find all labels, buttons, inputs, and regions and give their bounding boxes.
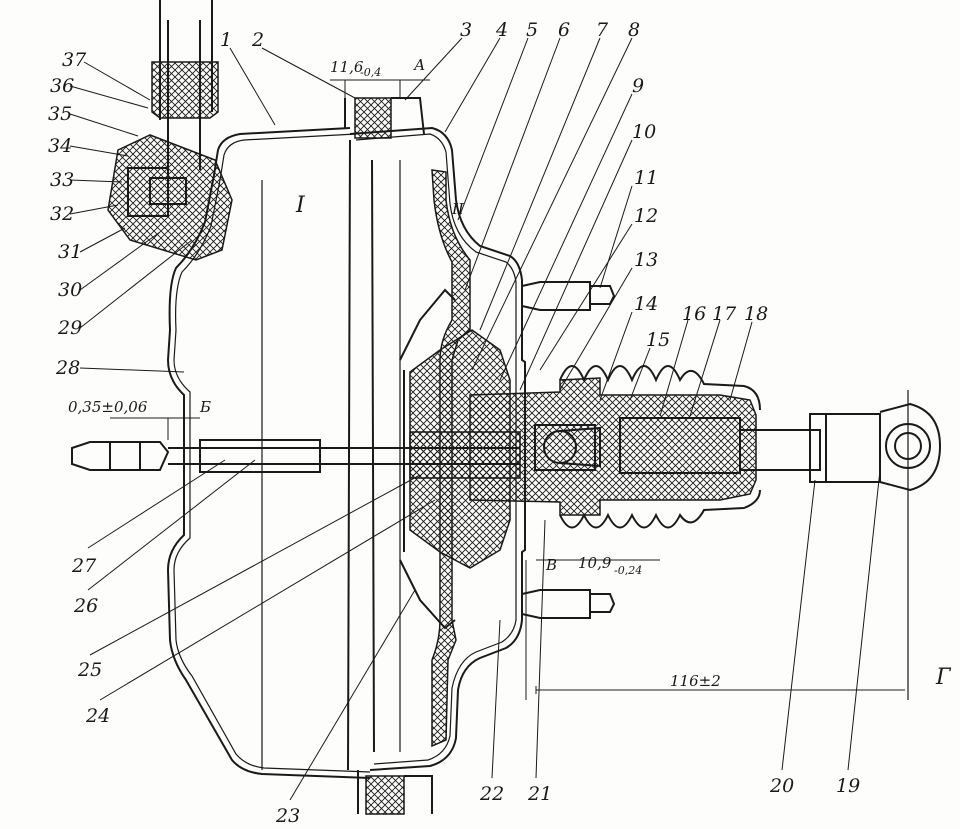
part-label-1: 1 [220, 29, 232, 51]
output-rod [740, 429, 821, 471]
part-label-20: 20 [769, 775, 794, 797]
part-label-23: 23 [275, 805, 300, 827]
part-label-27: 27 [71, 555, 97, 577]
stud-upper [521, 281, 616, 311]
part-label-34: 34 [48, 135, 72, 157]
part-label-35: 35 [48, 103, 72, 125]
part-label-25: 25 [77, 659, 102, 681]
part-label-12: 12 [634, 205, 658, 227]
part-label-4: 4 [495, 19, 508, 41]
part-label-16: 16 [682, 303, 706, 325]
dim-gap-top-tol: -0,4 [360, 66, 381, 79]
part-label-37: 37 [62, 49, 87, 71]
part-label-30: 30 [58, 279, 82, 301]
part-label-5: 5 [526, 19, 538, 41]
part-label-18: 18 [744, 303, 768, 325]
part-label-10: 10 [632, 121, 656, 143]
part-label-22: 22 [479, 783, 504, 805]
dim-push-rod-gap: 10,9 [578, 554, 612, 572]
view-letter-g: Г [935, 665, 952, 690]
part-label-33: 33 [50, 169, 74, 191]
part-label-32: 32 [50, 203, 74, 225]
dim-rod-gap: 0,35±0,06 [68, 398, 148, 416]
part-label-29: 29 [57, 317, 82, 339]
clevis [879, 402, 942, 492]
part-label-31: 31 [58, 241, 82, 263]
part-label-19: 19 [836, 775, 860, 797]
cavity-label-rear: II [451, 200, 465, 218]
part-label-6: 6 [558, 19, 570, 41]
part-label-14: 14 [634, 293, 658, 315]
flange-bottom [365, 775, 405, 815]
leader-lines [69, 37, 881, 801]
stud-lower [521, 589, 616, 619]
dim-overall: 116±2 [670, 672, 721, 690]
valve-body [469, 377, 757, 516]
part-label-36: 36 [50, 75, 74, 97]
part-label-21: 21 [527, 783, 552, 805]
part-label-9: 9 [632, 75, 644, 97]
part-label-15: 15 [646, 329, 670, 351]
part-label-24: 24 [85, 705, 110, 727]
view-letter-a: А [413, 56, 425, 74]
view-letter-v: В [545, 556, 557, 574]
cavity-label-front: I [295, 193, 306, 218]
view-letter-b: Б [199, 398, 211, 416]
part-label-2: 2 [251, 29, 264, 51]
protective-boot [559, 365, 761, 411]
part-label-28: 28 [55, 357, 80, 379]
dim-gap-top: 11,6 [330, 58, 364, 76]
part-label-11: 11 [634, 167, 658, 189]
dim-push-rod-gap-tol: -0,24 [614, 564, 642, 577]
check-valve [107, 134, 233, 261]
part-label-8: 8 [628, 19, 640, 41]
stud-rear-bolt [71, 441, 170, 471]
part-label-26: 26 [73, 595, 98, 617]
part-label-7: 7 [596, 19, 609, 41]
part-label-17: 17 [712, 303, 737, 325]
part-label-3: 3 [460, 19, 472, 41]
part-label-13: 13 [634, 249, 658, 271]
